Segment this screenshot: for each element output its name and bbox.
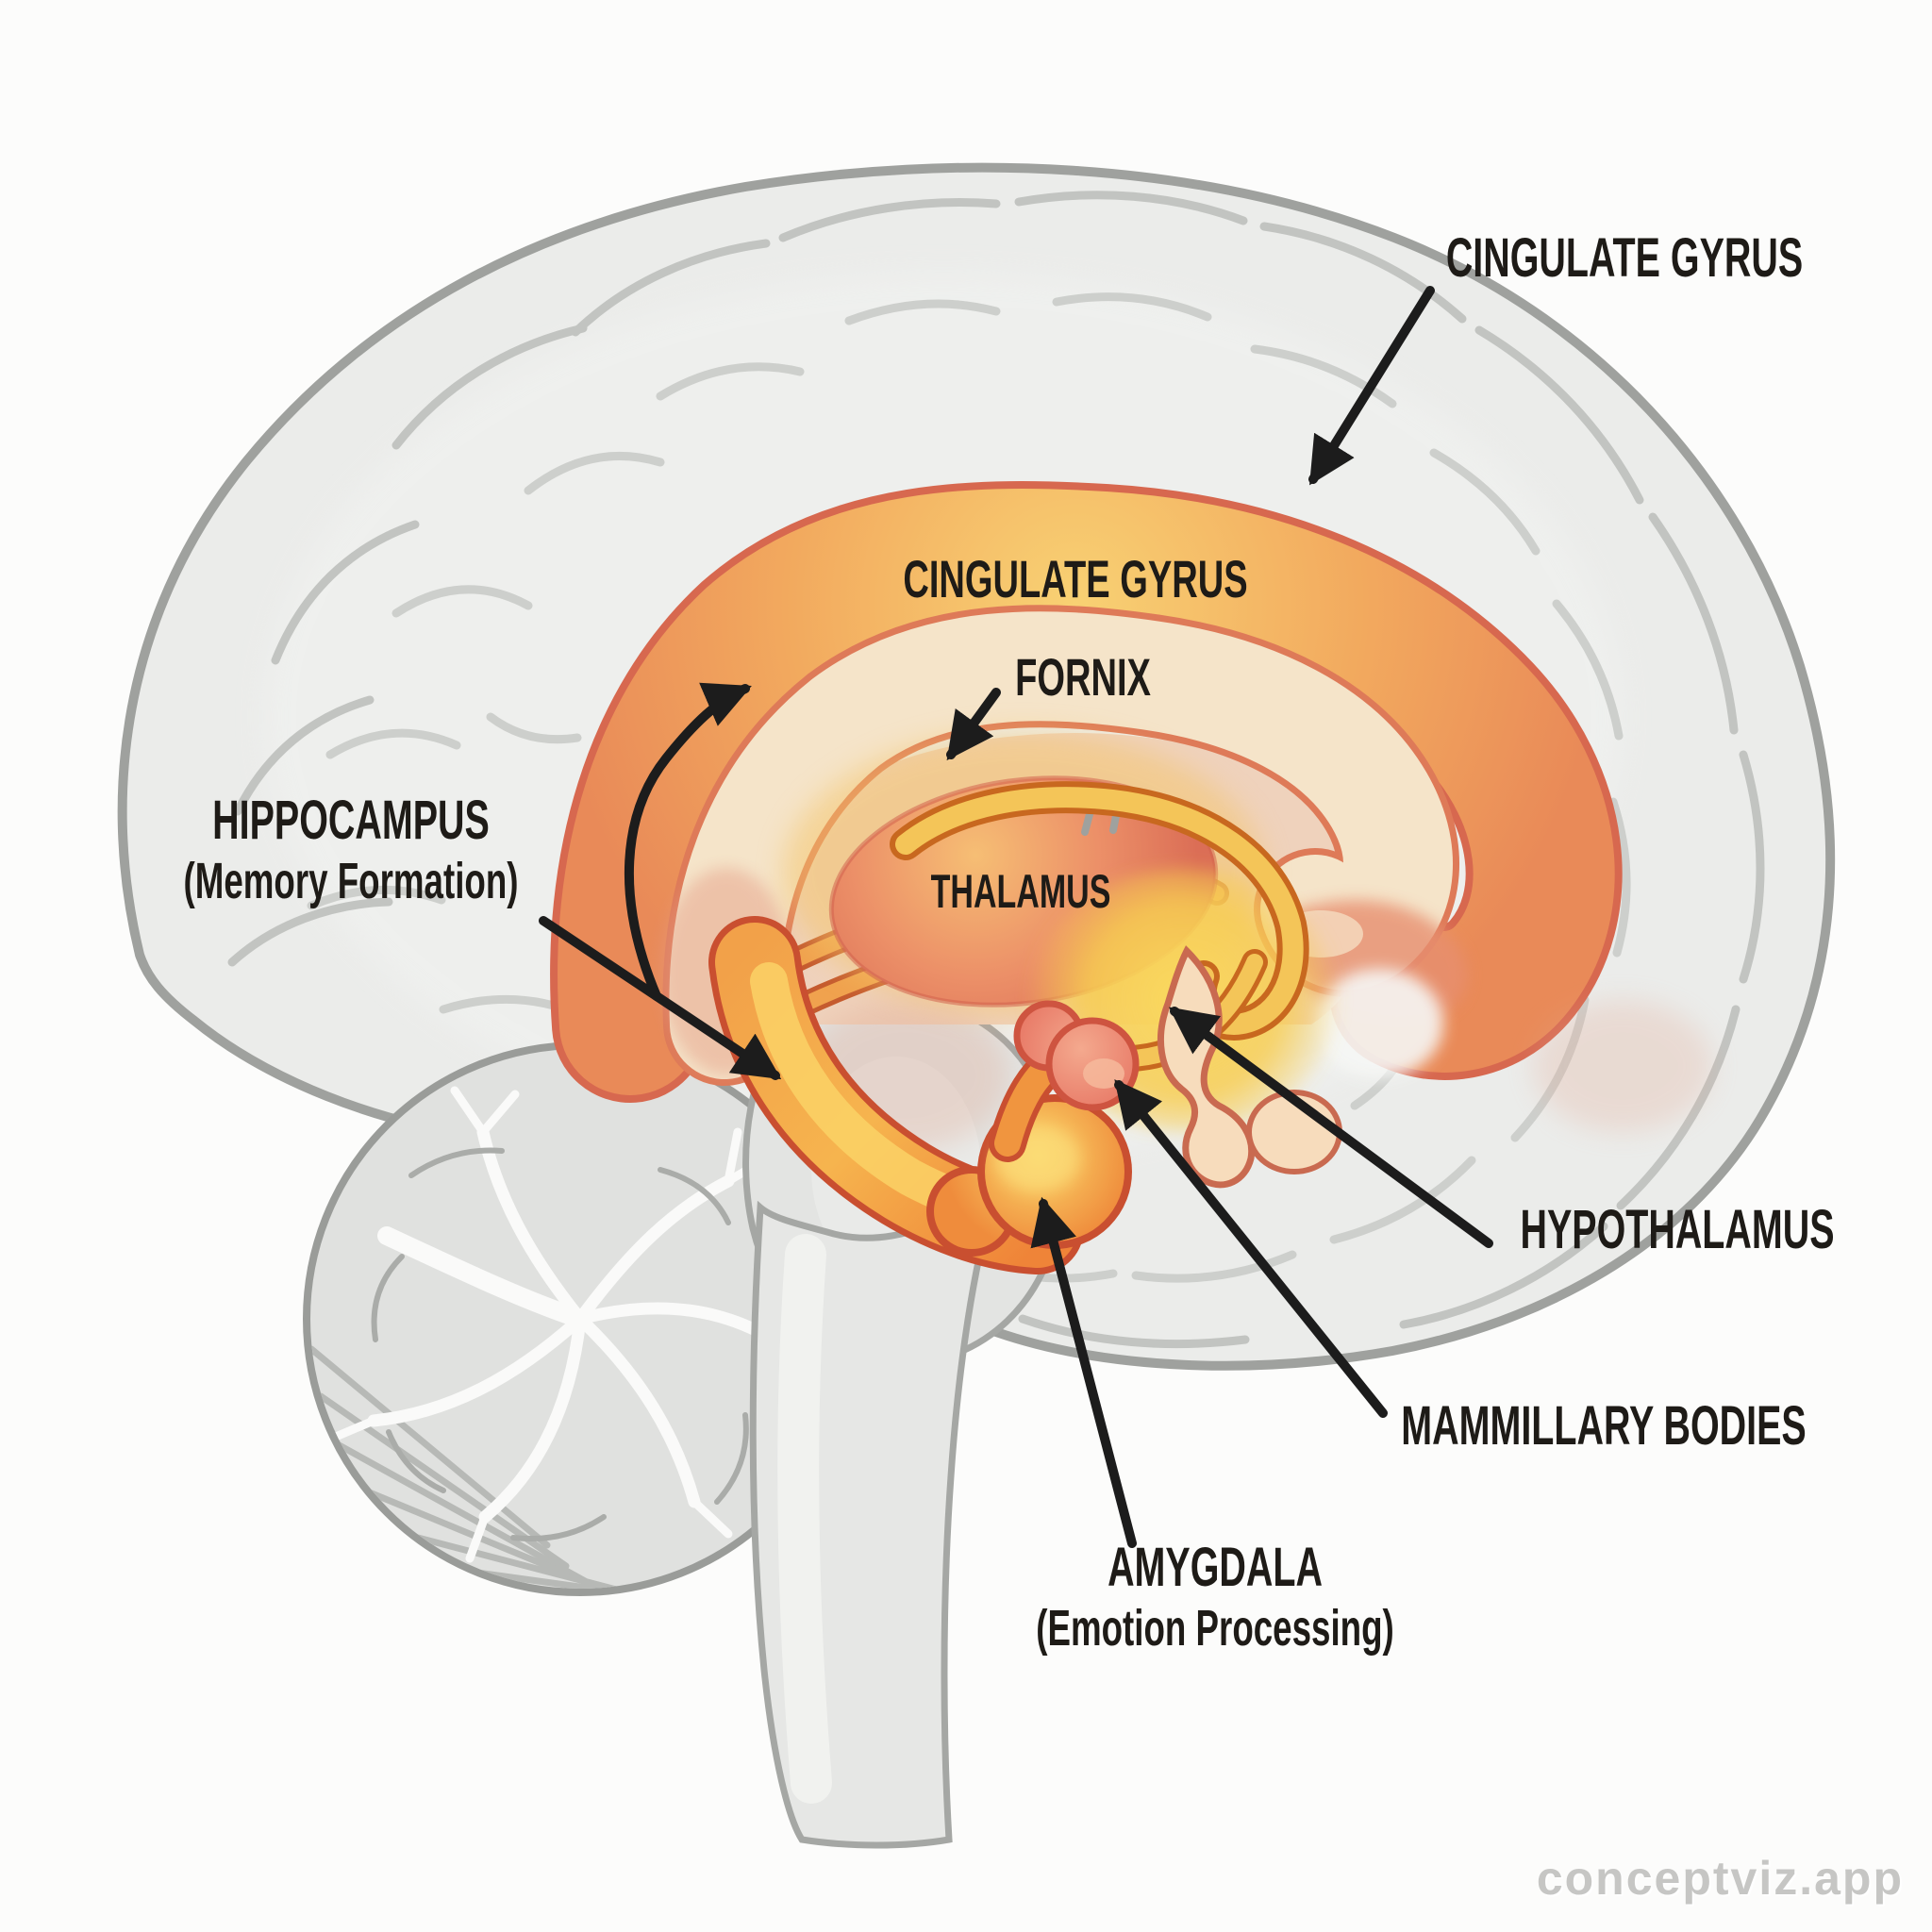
arrow-amygdala	[1030, 1196, 1137, 1548]
label-text: CINGULATE GYRUS	[903, 549, 1248, 608]
label-cingulate-gyrus-inline: CINGULATE GYRUS	[822, 549, 1328, 610]
watermark: conceptviz.app	[1537, 1851, 1904, 1906]
arrow-hypothalamus	[1168, 1007, 1493, 1248]
mammillary-bodies-shape	[1013, 1000, 1140, 1111]
label-text: CINGULATE GYRUS	[1445, 227, 1804, 289]
label-text: HYPOTHALAMUS	[1520, 1199, 1835, 1260]
label-line2: (Memory Formation)	[183, 853, 519, 910]
arrow-cingulate-gyrus	[1308, 286, 1435, 486]
label-line1: HIPPOCAMPUS	[212, 790, 490, 851]
label-text: THALAMUS	[930, 865, 1111, 918]
label-cingulate-gyrus-callout: CINGULATE GYRUS	[1362, 226, 1887, 290]
annotation-arrows	[539, 286, 1493, 1548]
arrow-limbic-circuit-curved	[624, 682, 752, 1001]
cingulate-gyrus-band	[550, 481, 1623, 1103]
label-line1: AMYGDALA	[1108, 1537, 1323, 1598]
label-hypothalamus: HYPOTHALAMUS	[1446, 1198, 1908, 1261]
label-text: MAMMILLARY BODIES	[1401, 1395, 1807, 1457]
label-mammillary-bodies: MAMMILLARY BODIES	[1306, 1394, 1902, 1457]
limbic-system	[550, 481, 1712, 1274]
label-text: FORNIX	[1015, 647, 1151, 707]
label-fornix: FORNIX	[983, 647, 1183, 708]
label-hippocampus: HIPPOCAMPUS (Memory Formation)	[105, 789, 597, 912]
label-line2: (Emotion Processing)	[1036, 1600, 1394, 1657]
arrow-fornix	[946, 688, 1001, 761]
label-thalamus: THALAMUS	[889, 864, 1154, 919]
watermark-text: conceptviz.app	[1536, 1852, 1904, 1905]
arrow-mammillary-bodies	[1114, 1079, 1388, 1418]
cerebellum-arbor-vitae	[320, 1086, 833, 1563]
label-amygdala: AMYGDALA (Emotion Processing)	[952, 1536, 1478, 1659]
